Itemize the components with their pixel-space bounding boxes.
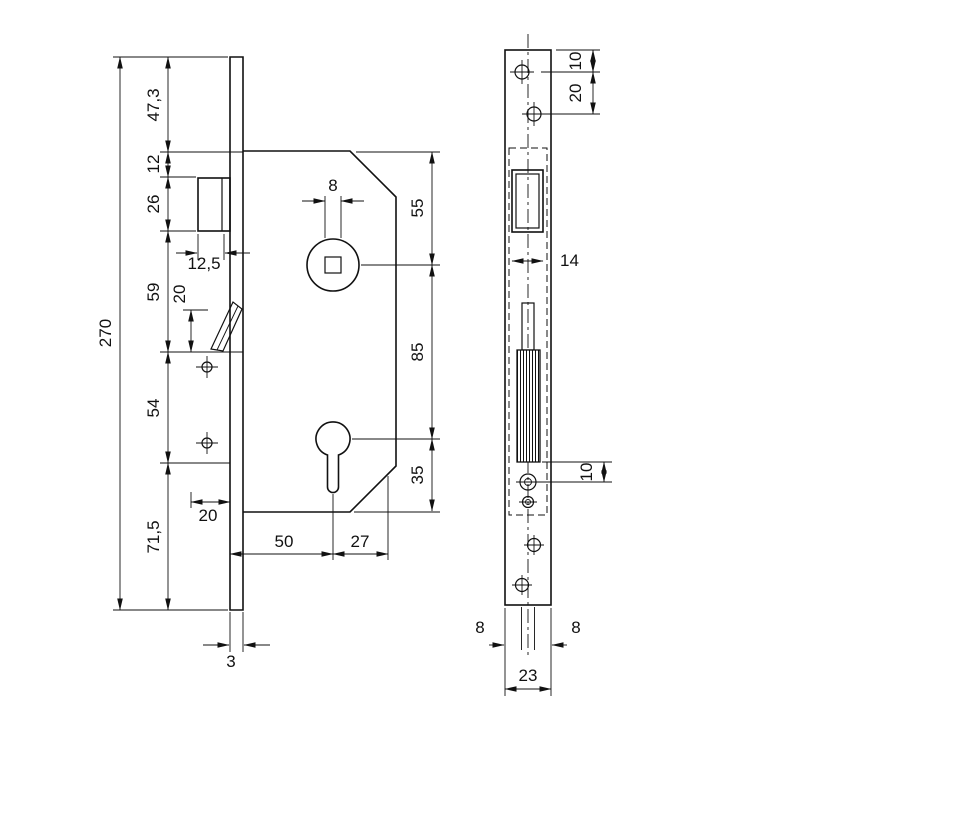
extension-lines-front [504, 49, 612, 696]
dimension-labels-side: 270 47,3 12 26 59 54 71,5 12,5 20 8 55 8… [96, 88, 427, 671]
latch-lever [210, 301, 243, 352]
dim-right-inset: 8 [571, 618, 580, 637]
front-view: 10 20 14 10 8 8 23 [475, 34, 612, 696]
screw-hole-upper [196, 356, 218, 378]
dim-hole-spacing: 20 [566, 84, 585, 103]
dimension-lines-side [117, 56, 435, 648]
dim-spindle-square: 8 [328, 176, 337, 195]
dim-plate-thickness: 3 [226, 652, 235, 671]
dim-55: 55 [408, 199, 427, 218]
dimension-labels-front: 10 20 14 10 8 8 23 [475, 52, 596, 685]
dim-bottom-offset: 20 [199, 506, 218, 525]
dim-35: 35 [408, 466, 427, 485]
dim-behind-axis: 27 [351, 532, 370, 551]
spindle-hole [306, 238, 360, 292]
dim-latch-throw: 12,5 [187, 254, 220, 273]
dim-85: 85 [408, 343, 427, 362]
dimension-lines-front [489, 49, 607, 692]
cylinder-fixing-hole [516, 473, 540, 491]
screw-hole-bottom-1 [524, 535, 544, 555]
dim-bolt-to-hole: 10 [577, 463, 596, 482]
latch-bolt-side [197, 177, 231, 232]
dim-left-inset: 8 [475, 618, 484, 637]
dim-59: 59 [144, 283, 163, 302]
dim-plate-width: 23 [519, 666, 538, 685]
dim-edge-to-hole: 10 [566, 52, 585, 71]
dim-71-5: 71,5 [144, 520, 163, 553]
dim-overall-height: 270 [96, 319, 115, 347]
screw-hole-bottom-2 [512, 575, 532, 595]
faceplate-front [504, 49, 552, 606]
dim-12: 12 [144, 155, 163, 174]
screw-hole-top-1 [510, 60, 534, 84]
dim-backset: 50 [275, 532, 294, 551]
dim-54: 54 [144, 399, 163, 418]
side-view: 270 47,3 12 26 59 54 71,5 12,5 20 8 55 8… [96, 56, 440, 671]
small-fixing-hole [519, 495, 537, 509]
dim-latch-width: 14 [560, 251, 579, 270]
dim-47-3: 47,3 [144, 88, 163, 121]
lock-body-outline [243, 150, 397, 513]
case-edge-lines [521, 607, 535, 650]
screw-hole-top-2 [522, 102, 546, 126]
dim-26: 26 [144, 195, 163, 214]
lock-case-hidden [508, 147, 548, 516]
latch-opening [511, 169, 544, 233]
screw-hole-lower [196, 432, 218, 454]
deadbolt [516, 349, 541, 463]
euro-cylinder-hole [315, 421, 351, 494]
faceplate-side [229, 56, 244, 611]
dim-lever-span: 20 [170, 285, 189, 304]
